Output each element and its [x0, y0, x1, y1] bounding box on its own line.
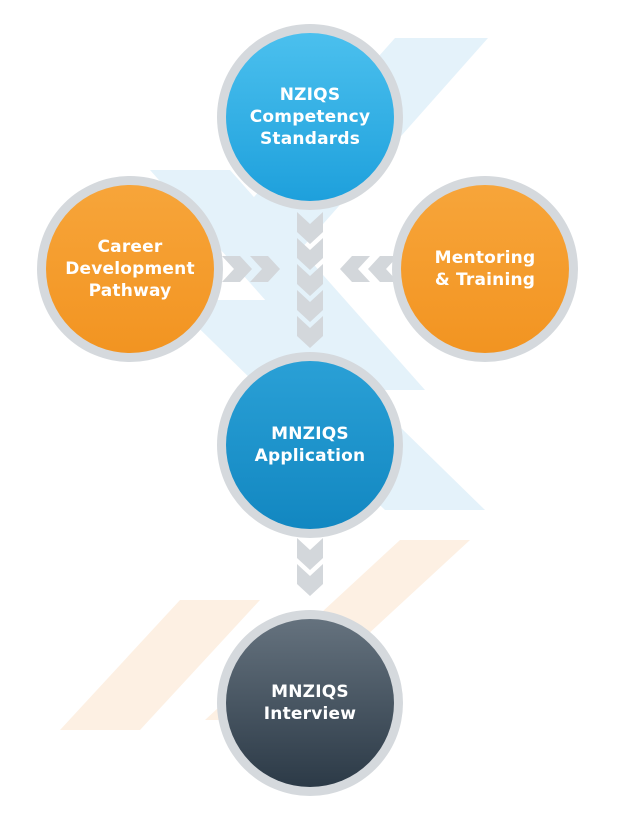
chevron-left-icon: [340, 256, 370, 282]
node-circle: [226, 33, 394, 201]
chevron-down-icon: [297, 316, 323, 348]
chevron-down-icon: [297, 212, 323, 244]
chevron-down-icon: [297, 538, 323, 570]
chevron-down-icon: [297, 564, 323, 596]
chevron-down-icon: [297, 290, 323, 322]
arrow-right-from-career: [222, 256, 280, 282]
node-application: [217, 352, 403, 538]
chevron-down-icon: [297, 264, 323, 296]
node-mentoring-training: [392, 176, 578, 362]
arrow-down-bottom: [297, 538, 323, 596]
watermark-orange-lower: [60, 600, 260, 730]
watermark-blue-left: [150, 170, 425, 390]
chevron-right-icon: [222, 256, 252, 282]
arrow-left-from-mentoring: [340, 256, 398, 282]
chevron-down-icon: [297, 238, 323, 270]
node-circle: [401, 185, 569, 353]
node-interview: [217, 610, 403, 796]
arrow-down-top: [297, 212, 323, 348]
node-circle: [226, 361, 394, 529]
chevron-right-icon: [250, 256, 280, 282]
node-circle: [226, 619, 394, 787]
node-circle: [46, 185, 214, 353]
node-competency-standards: [217, 24, 403, 210]
chevron-left-icon: [368, 256, 398, 282]
node-career-development: [37, 176, 223, 362]
